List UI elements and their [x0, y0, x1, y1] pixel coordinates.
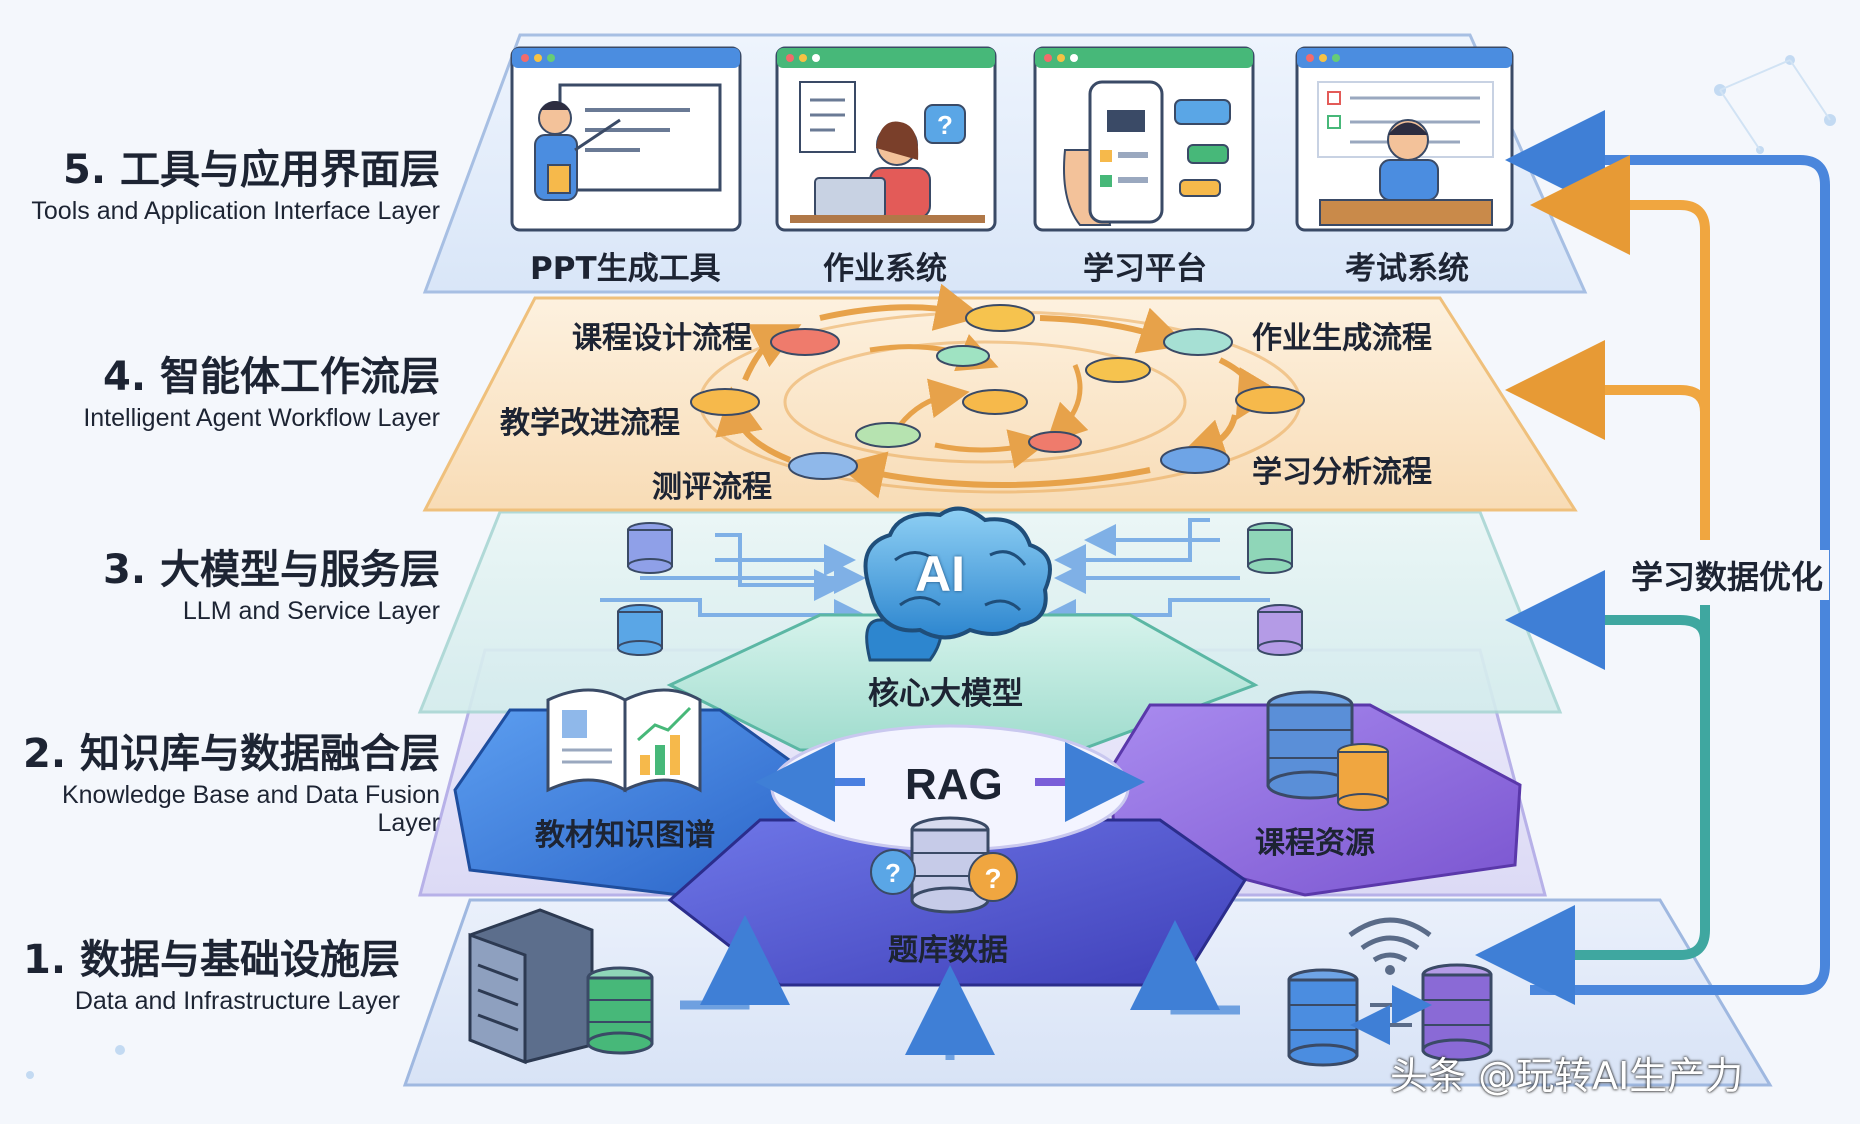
ai-label: AI	[915, 546, 965, 602]
tool-label-exam: 考试系统	[1345, 251, 1469, 287]
svg-text:?: ?	[885, 858, 901, 888]
database-icon-bottom-right	[1257, 604, 1303, 656]
workflow-network	[690, 283, 1305, 499]
layer-4-title: 4. 智能体工作流层 Intelligent Agent Workflow La…	[10, 355, 440, 433]
rag-label: RAG	[905, 760, 1003, 809]
textbook-icon	[546, 688, 702, 793]
database-icon-top-right	[1247, 522, 1293, 574]
database-icon-purple	[1421, 963, 1493, 1062]
ppt-tool-window	[510, 46, 742, 232]
workflow-label-learning-analysis: 学习分析流程	[1252, 455, 1432, 490]
layer-5-title-en: Tools and Application Interface Layer	[31, 197, 440, 225]
course-db-icon	[1266, 690, 1389, 811]
database-icon-blue	[1287, 968, 1359, 1067]
layer-4-title-en: Intelligent Agent Workflow Layer	[83, 404, 440, 432]
layer-1-title-en: Data and Infrastructure Layer	[74, 987, 400, 1015]
tool-label-homework: 作业系统	[823, 251, 947, 287]
tool-label-ppt: PPT生成工具	[530, 251, 721, 287]
llm-layer-graphics	[600, 518, 1303, 656]
svg-text:?: ?	[984, 863, 1001, 894]
layer-3-title-zh: 3. 大模型与服务层	[103, 547, 440, 593]
textbook-label: 教材知识图谱	[535, 818, 715, 853]
workflow-label-homework-gen: 作业生成流程	[1252, 321, 1432, 356]
course-resource-label: 课程资源	[1255, 826, 1375, 861]
layer-4-title-zh: 4. 智能体工作流层	[103, 354, 440, 400]
layer-1-title: 1. 数据与基础设施层 Data and Infrastructure Laye…	[0, 938, 400, 1016]
layer-2-title-zh: 2. 知识库与数据融合层	[23, 731, 440, 777]
question-db-icon: ? ?	[870, 816, 1018, 914]
network-decoration	[26, 55, 1836, 1079]
server-rack-icon	[468, 908, 594, 1065]
core-model-label: 核心大模型	[868, 676, 1023, 712]
layer-3-title-en: LLM and Service Layer	[182, 597, 440, 625]
database-icon-green	[586, 966, 654, 1055]
workflow-label-assessment: 测评流程	[652, 470, 772, 505]
feedback-loop-label: 学习数据优化	[1625, 550, 1830, 600]
database-icon-bottom-left	[617, 604, 663, 656]
up-arrow-right	[1130, 920, 1240, 1015]
svg-text:?: ?	[937, 110, 953, 140]
up-arrow-left	[680, 915, 790, 1010]
question-bank-label: 题库数据	[888, 933, 1008, 968]
exam-system-window	[1295, 46, 1514, 232]
layer-3-title: 3. 大模型与服务层 LLM and Service Layer	[10, 548, 440, 626]
tool-label-learning: 学习平台	[1083, 251, 1207, 287]
learning-platform-window	[1033, 46, 1255, 232]
wifi-icon	[1348, 917, 1432, 975]
database-icon-top-left	[627, 522, 673, 574]
workflow-label-course-design: 课程设计流程	[572, 321, 752, 356]
layer-5-title: 5. 工具与应用界面层 Tools and Application Interf…	[10, 148, 440, 226]
brain-icon	[863, 506, 1052, 662]
workflow-label-teaching-improve: 教学改进流程	[500, 406, 680, 441]
layer-2-title-en: Knowledge Base and Data Fusion Layer	[61, 781, 440, 837]
layer-2-title: 2. 知识库与数据融合层 Knowledge Base and Data Fus…	[10, 732, 440, 837]
homework-system-window: ?	[775, 46, 997, 232]
layer-5-title-zh: 5. 工具与应用界面层	[63, 147, 440, 193]
watermark-text: 头条 @玩转AI生产力	[1390, 1054, 1744, 1098]
layer-1-title-zh: 1. 数据与基础设施层	[23, 937, 400, 983]
